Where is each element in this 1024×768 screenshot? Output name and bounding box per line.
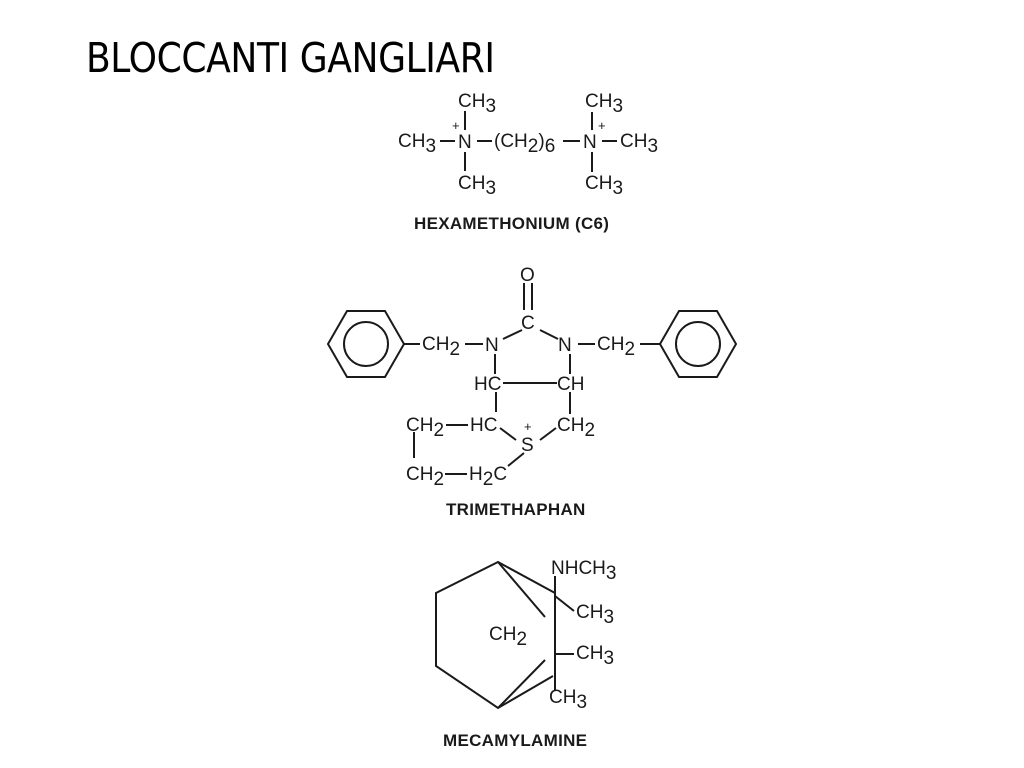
hexa-charge-left: + (452, 118, 460, 133)
hexa-ch3-bottom-right: CH3 (585, 173, 623, 199)
hexa-ch3-right: CH3 (620, 131, 658, 157)
hexa-chain: (CH2)6 (494, 131, 555, 157)
mecamylamine-caption: MECAMYLAMINE (443, 731, 587, 750)
hexa-charge-right: + (598, 118, 606, 133)
trim-s-charge: + (524, 419, 532, 434)
trim-ch2-left: CH2 (422, 334, 460, 360)
hexa-ch3-bottom-left: CH3 (458, 173, 496, 199)
trim-n-left: N (485, 335, 499, 356)
hexa-n-right: N (583, 132, 597, 153)
trim-n-right: N (558, 335, 572, 356)
trim-ch2-ring-left: CH2 (406, 415, 444, 441)
hexa-ch3-top-right: CH3 (585, 91, 623, 117)
hexamethonium-caption: HEXAMETHONIUM (C6) (414, 214, 609, 233)
bridge-bond-lower (497, 659, 546, 709)
hexamethonium-structure: CH3 + CH3 N (CH2)6 N + CH3 CH3 CH3 CH3 H… (398, 91, 658, 233)
trim-hc: HC (474, 374, 501, 395)
hexa-n-left: N (458, 132, 472, 153)
meca-ch3-a: CH3 (576, 602, 614, 628)
trim-ch2-ring-right: CH2 (557, 415, 595, 441)
slide-title: BLOCCANTI GANGLIARI (86, 34, 495, 82)
trim-ch2-right: CH2 (597, 334, 635, 360)
meca-ch3-b: CH3 (576, 643, 614, 669)
trimethaphan-structure: O C CH2 N N CH2 HC CH CH2 HC + S CH2 CH2… (326, 265, 738, 519)
cyclohexane-ring (435, 560, 556, 710)
benzene-ring-right (658, 310, 738, 378)
trim-o: O (520, 265, 535, 286)
bridge-bond-upper (497, 561, 546, 618)
benzene-ring-right-aromatic (675, 321, 721, 367)
hexa-ch3-left: CH3 (398, 131, 436, 157)
hexa-ch3-top-left: CH3 (458, 91, 496, 117)
trim-c: C (521, 313, 535, 334)
mecamylamine-structure: NHCH3 CH3 CH3 CH3 CH2 MECAMYLAMINE (435, 558, 616, 750)
meca-ch3-c: CH3 (549, 687, 587, 713)
trimethaphan-caption: TRIMETHAPHAN (446, 500, 586, 519)
meca-ch2-bridge: CH2 (489, 624, 527, 650)
trim-hc-lower: HC (470, 415, 497, 436)
trim-ch: CH (557, 374, 584, 395)
trim-s: S (521, 435, 534, 456)
benzene-ring-left-aromatic (343, 321, 389, 367)
benzene-ring-left (326, 310, 406, 378)
trim-ch2-bottom-left: CH2 (406, 464, 444, 490)
meca-nhch3: NHCH3 (551, 558, 616, 584)
trim-h2c: H2C (469, 464, 507, 490)
